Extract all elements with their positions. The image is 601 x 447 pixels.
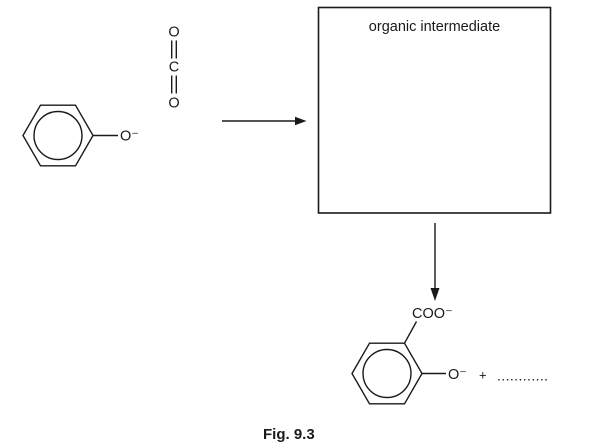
phenoxide-oxide-label: O⁻: [120, 129, 139, 145]
phenoxide-aromatic-circle: [33, 110, 83, 161]
intermediate-box: organic intermediate: [317, 6, 552, 214]
intermediate-box-outline: [317, 6, 552, 214]
second-product-blank-dots: ............: [497, 368, 548, 384]
product-aromatic-circle: [362, 348, 412, 399]
co2-molecule: O C O: [168, 25, 179, 112]
product-oxide-label: O⁻: [448, 367, 467, 383]
reaction-arrow-right: [222, 116, 307, 126]
reaction-arrow-down: [430, 223, 440, 301]
plus-sign: +: [479, 368, 487, 383]
intermediate-box-label: organic intermediate: [369, 19, 500, 35]
product-carboxylate-label: COO⁻: [412, 306, 453, 322]
co2-carbon-label: C: [169, 60, 179, 76]
reaction-arrow-down-head: [430, 288, 440, 301]
phenoxide-ion: O⁻: [22, 104, 139, 167]
co2-oxygen-bottom-label: O: [168, 96, 179, 112]
figure-caption: Fig. 9.3: [263, 426, 315, 443]
product-molecule: COO⁻ O⁻ + ............: [351, 306, 548, 405]
reaction-arrow-right-head: [295, 116, 307, 126]
product-carboxylate-bond: [403, 321, 418, 344]
co2-oxygen-top-label: O: [168, 25, 179, 41]
